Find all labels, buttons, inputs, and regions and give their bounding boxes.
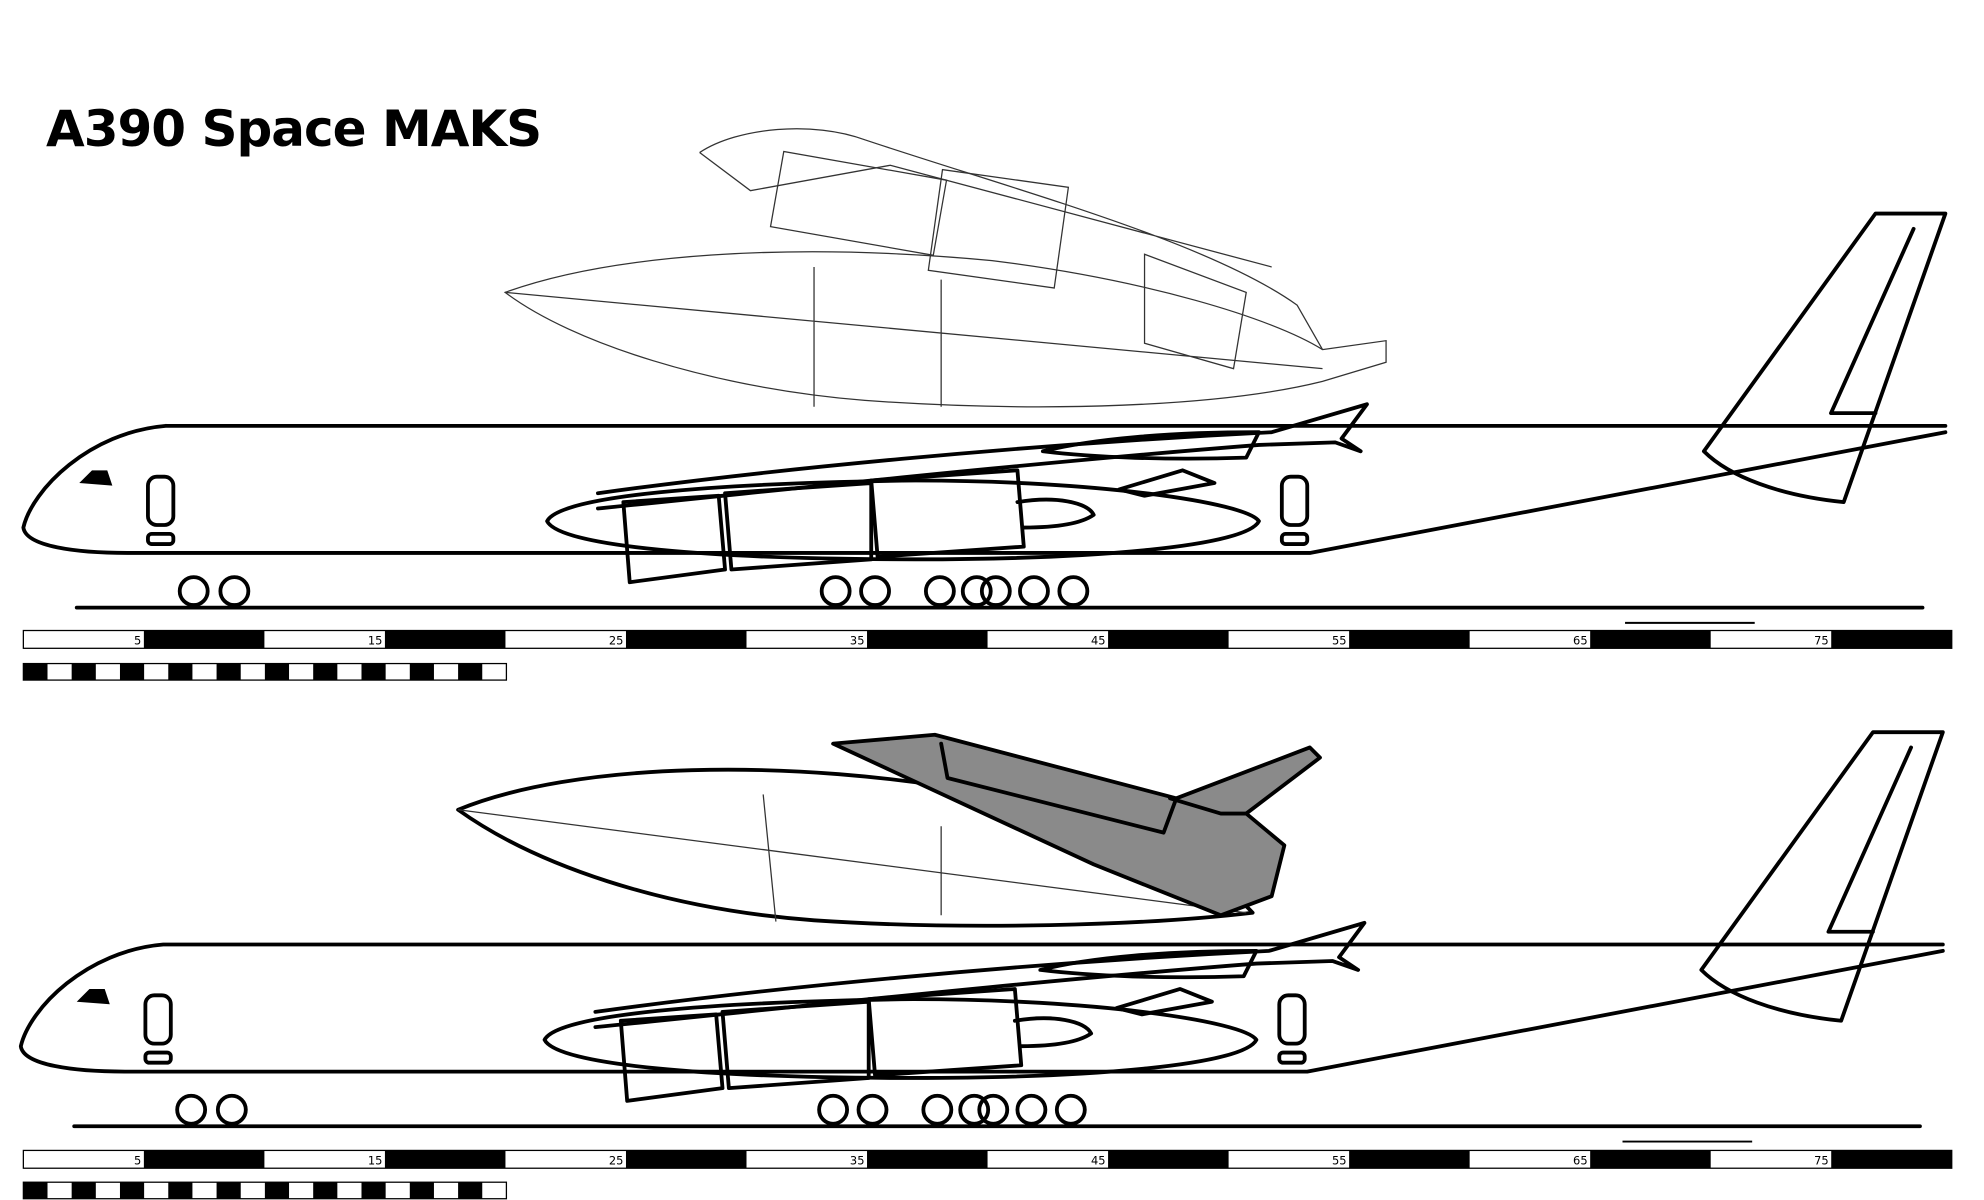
scale-segment (867, 630, 988, 649)
scale-segment (1108, 1150, 1229, 1169)
scale-segment (1349, 630, 1470, 649)
scale-label: 45 (1091, 633, 1106, 647)
scale-label: 75 (1814, 1153, 1829, 1167)
scale-segment (384, 1150, 506, 1169)
scale-label: 25 (609, 1153, 624, 1167)
scale-label: 45 (1091, 1153, 1106, 1167)
scale-segment (625, 630, 747, 649)
scale-bar-meters: 5 15 25 35 45 55 65 75 (22, 1149, 1953, 1169)
scale-segment (867, 1150, 988, 1169)
scale-segment (1831, 1150, 1952, 1169)
scale-segment (1590, 630, 1711, 649)
scale-bar-small (22, 662, 508, 681)
scale-label: 65 (1573, 1153, 1588, 1167)
scale-label: 5 (134, 633, 141, 647)
scale-segment (384, 630, 506, 649)
scale-label: 75 (1814, 633, 1829, 647)
scale-segment (1590, 1150, 1711, 1169)
scale-label: 35 (850, 633, 865, 647)
scale-segment (1108, 630, 1229, 649)
scale-segment (143, 1150, 265, 1169)
scale-segment (1831, 630, 1952, 649)
scale-label: 55 (1332, 633, 1347, 647)
scale-label: 25 (609, 633, 624, 647)
scale-label: 35 (850, 1153, 865, 1167)
scale-label: 15 (368, 633, 383, 647)
external-tank-bottom (456, 767, 1255, 928)
scale-label: 5 (134, 1153, 141, 1167)
rocket-stage-top (503, 128, 1387, 408)
aircraft-top (21, 211, 1948, 625)
scale-segment (625, 1150, 747, 1169)
scale-bar-meters: 5 15 25 35 45 55 65 75 (22, 629, 1953, 649)
scale-bar-small (22, 1181, 508, 1200)
diagram-title: A390 Space MAKS (46, 100, 542, 158)
scale-label: 65 (1573, 633, 1588, 647)
scale-segment (143, 630, 265, 649)
scale-label: 15 (368, 1153, 383, 1167)
scale-label: 55 (1332, 1153, 1347, 1167)
orbiter-bottom (831, 732, 1322, 918)
scale-segment (1349, 1150, 1470, 1169)
